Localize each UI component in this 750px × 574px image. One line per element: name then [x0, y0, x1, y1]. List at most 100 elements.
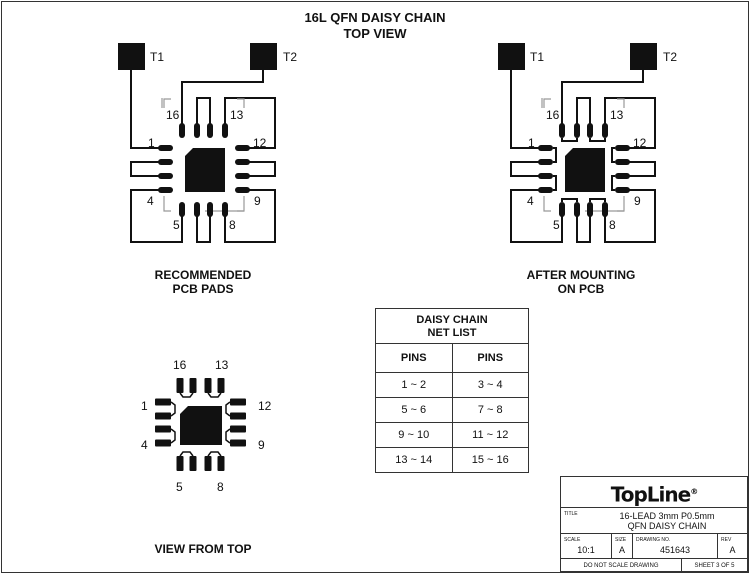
pad-top [602, 123, 608, 138]
pad-left [538, 187, 553, 193]
pad-bottom [602, 202, 608, 217]
exposed-pad [180, 406, 222, 445]
pin-label-4: 4 [141, 438, 148, 452]
pad-left [538, 173, 553, 179]
table-cell: 3 ~ 4 [477, 379, 503, 391]
pin-label-16: 16 [166, 108, 180, 122]
pin-label-9: 9 [254, 194, 261, 208]
lead-left [155, 398, 171, 406]
pin-label-1: 1 [141, 399, 148, 413]
table-cell: 5 ~ 6 [376, 398, 453, 422]
trace [130, 70, 162, 149]
pin-label-12: 12 [633, 136, 647, 150]
lead-top [204, 378, 212, 393]
trace [510, 70, 542, 149]
trace [224, 189, 276, 243]
internal-bond [207, 451, 222, 457]
internal-bond [225, 401, 231, 417]
pin-label-8: 8 [609, 218, 616, 232]
after-mounting-view [498, 43, 657, 243]
exposed-pad [565, 148, 605, 192]
title-line-1: 16L QFN DAISY CHAIN [304, 10, 446, 25]
test-pad-t2 [250, 43, 277, 70]
scale-note: DO NOT SCALE DRAWING [561, 559, 682, 572]
pad-right [235, 173, 250, 179]
pin-label-12: 12 [253, 136, 267, 150]
trace [130, 161, 162, 177]
pin-label-16: 16 [546, 108, 560, 122]
test-pad-t1 [118, 43, 145, 70]
scale-value: 10:1 [577, 545, 595, 555]
table-row: 1 ~ 2 3 ~ 4 [376, 373, 528, 398]
pad-left [158, 173, 173, 179]
internal-bond [207, 392, 222, 398]
outline-mark [163, 98, 171, 108]
caption-line-1: AFTER MOUNTING [526, 268, 636, 282]
title-cell: TITLE 16-LEAD 3mm P0.5mm QFN DAISY CHAIN [561, 508, 747, 534]
scale-label: SCALE [564, 537, 581, 543]
internal-bond [179, 392, 194, 398]
title-block: TopLine® TITLE 16-LEAD 3mm P0.5mm QFN DA… [560, 476, 748, 572]
pin-label-5: 5 [553, 218, 560, 232]
pad-top [574, 123, 580, 138]
registered-mark: ® [690, 487, 698, 496]
table-cell: 1 ~ 2 [376, 373, 453, 397]
outline-mark [543, 196, 551, 212]
pad-top [207, 123, 213, 138]
lead-bottom [176, 456, 184, 471]
pad-bottom [179, 202, 185, 217]
trace [196, 97, 211, 128]
trace [510, 189, 563, 243]
pad-top [179, 123, 185, 138]
trace [576, 97, 591, 128]
recommended-pcb-pads-view [118, 43, 277, 243]
pad-left [158, 187, 173, 193]
test-pad-t2 [630, 43, 657, 70]
terminal-label-t1: T1 [150, 50, 165, 64]
pad-top [559, 123, 565, 138]
lead-right [230, 412, 246, 420]
trace [196, 212, 211, 243]
trace [561, 198, 578, 202]
pad-right [615, 159, 630, 165]
trace [246, 161, 276, 177]
caption-after-mounting: AFTER MOUNTING ON PCB [498, 268, 664, 296]
table-cell: 15 ~ 16 [471, 454, 509, 466]
terminal-label-t1: T1 [530, 50, 545, 64]
caption-view-from-top: VIEW FROM TOP [154, 542, 252, 556]
trace [604, 97, 656, 149]
topline-logo: TopLine® [561, 477, 747, 508]
caption-line-2: PCB PADS [172, 282, 234, 296]
lead-bottom [189, 456, 197, 471]
outline-mark [617, 196, 625, 212]
lead-top [176, 378, 184, 393]
pad-bottom [574, 202, 580, 217]
lead-left [155, 425, 171, 433]
internal-bond [179, 451, 194, 457]
pin-label-5: 5 [176, 480, 183, 494]
pad-bottom [194, 202, 200, 217]
pin-label-13: 13 [230, 108, 244, 122]
pin-label-12: 12 [258, 399, 272, 413]
lead-left [155, 412, 171, 420]
pad-top [194, 123, 200, 138]
trace [576, 212, 591, 243]
lead-bottom [217, 456, 225, 471]
title-value: 16-LEAD 3mm P0.5mm QFN DAISY CHAIN [591, 511, 743, 531]
lead-right [230, 425, 246, 433]
pad-right [235, 145, 250, 151]
pad-bottom [559, 202, 565, 217]
trace [626, 161, 656, 177]
internal-bond [170, 428, 176, 444]
outline-mark [237, 196, 245, 212]
pin-label-13: 13 [215, 358, 229, 372]
pin-label-8: 8 [217, 480, 224, 494]
logo-text: TopLine [610, 482, 691, 507]
table-cell: 9 ~ 10 [376, 423, 453, 447]
pad-left [538, 145, 553, 151]
